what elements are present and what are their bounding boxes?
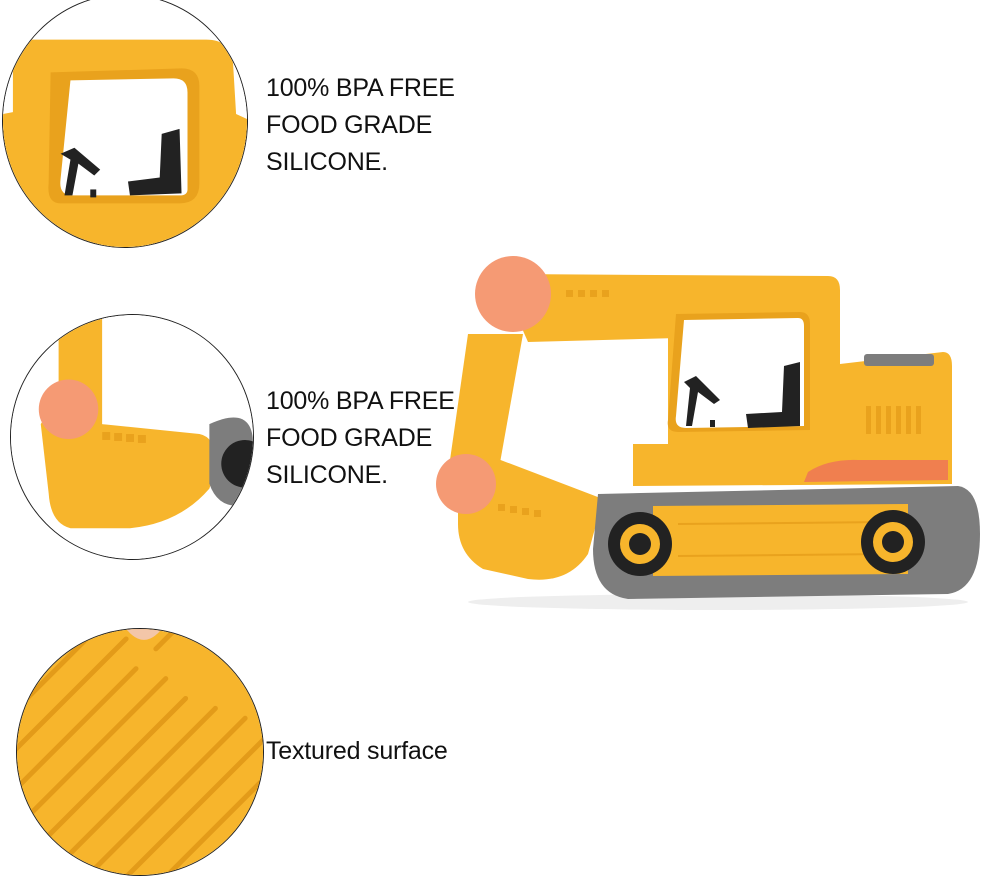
- caption-line: FOOD GRADE: [266, 424, 433, 452]
- caption-line: SILICONE.: [266, 461, 388, 489]
- excavator-teether-image: [428, 254, 983, 614]
- caption-line: Textured surface: [266, 737, 448, 765]
- caption-line: 100% BPA FREE: [266, 387, 455, 415]
- texture-zoom-circle: [16, 628, 264, 876]
- feature-caption-2: 100% BPA FREE FOOD GRADE SILICONE.: [266, 383, 455, 494]
- texture-zoom-image: [17, 629, 263, 875]
- caption-line: FOOD GRADE: [266, 111, 433, 139]
- bucket-zoom-image: [11, 315, 253, 559]
- feature-caption-3: Textured surface: [266, 733, 448, 770]
- cab-zoom-circle: [2, 0, 248, 248]
- bucket-zoom-circle: [10, 314, 254, 560]
- cab-zoom-image: [3, 0, 247, 247]
- caption-line: SILICONE.: [266, 148, 388, 176]
- caption-line: 100% BPA FREE: [266, 74, 455, 102]
- feature-caption-1: 100% BPA FREE FOOD GRADE SILICONE.: [266, 70, 455, 181]
- excavator-illustration: [436, 256, 980, 610]
